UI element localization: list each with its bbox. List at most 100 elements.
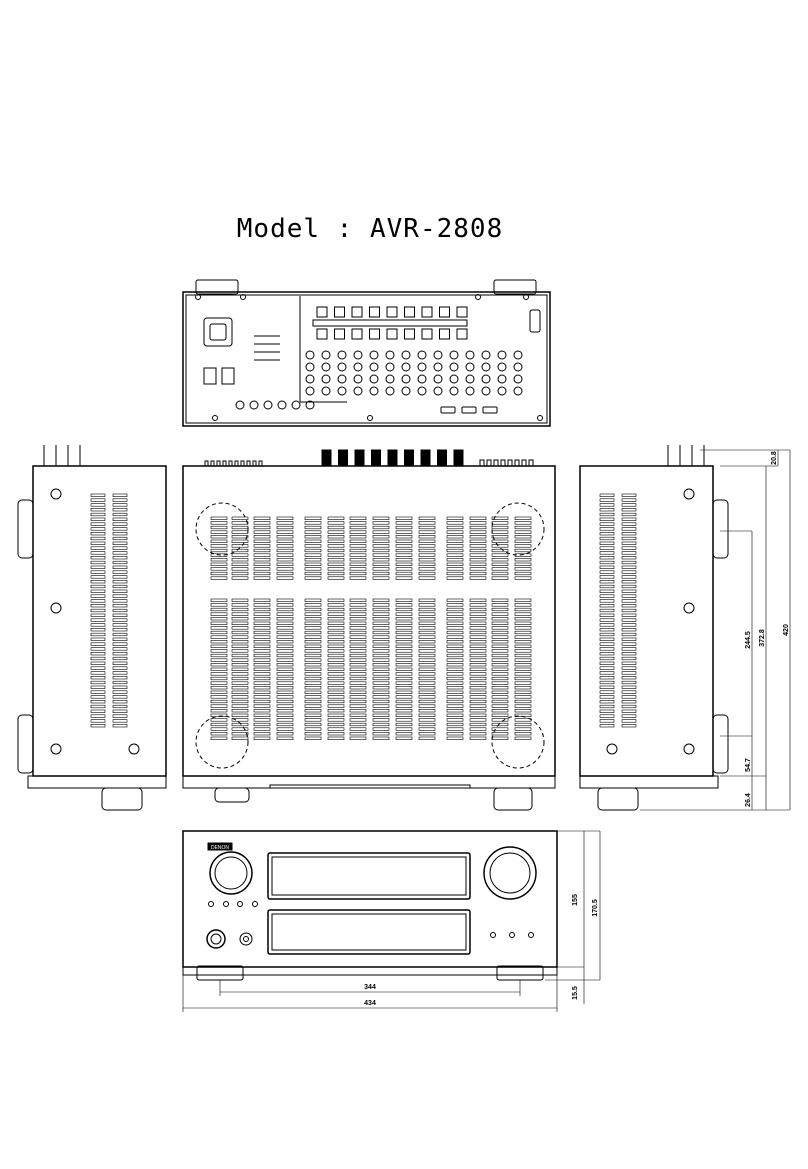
rca-jack (263, 400, 273, 410)
optical-ports (203, 367, 235, 385)
headphone-jack (239, 932, 253, 946)
rca-jack (481, 374, 491, 384)
speaker-terminal (404, 306, 415, 318)
speaker-terminal (369, 328, 380, 340)
rca-jack (433, 374, 443, 384)
rca-jack (249, 400, 259, 410)
front-view (182, 830, 558, 981)
terminal-top (404, 449, 414, 467)
rca-jack (433, 350, 443, 360)
side-screws-left (50, 488, 140, 755)
dim-side-body-depth: 372.8 (759, 629, 766, 647)
speaker-terminal (334, 328, 345, 340)
speaker-terminal (439, 306, 450, 318)
rca-jack (513, 350, 523, 360)
dim-front-foot-spacing: 344 (364, 984, 376, 991)
rca-jack (337, 362, 347, 372)
rca-jack (449, 374, 459, 384)
terminal-top (321, 449, 332, 467)
input-knob (209, 851, 253, 895)
dim-side-total-depth: 420 (783, 624, 790, 636)
rca-jack (305, 362, 315, 372)
terminal-top (453, 449, 464, 467)
rca-jack (465, 350, 475, 360)
power-button (206, 929, 226, 949)
dim-front-width: 434 (364, 1000, 376, 1007)
speaker-terminal (439, 328, 450, 340)
label-plate (254, 335, 280, 361)
rca-jack (235, 400, 245, 410)
speaker-terminal (456, 328, 468, 340)
terminal-top (387, 449, 398, 467)
rca-jack (497, 386, 507, 396)
rca-jack (321, 350, 331, 360)
screw (195, 294, 201, 300)
rca-jack (369, 350, 379, 360)
rca-jack (291, 400, 301, 410)
left-side-view (17, 445, 167, 811)
speaker-terminal (386, 328, 398, 340)
brand-badge (207, 842, 233, 851)
screw (537, 415, 543, 421)
rca-jack (481, 386, 491, 396)
rca-jack (465, 386, 475, 396)
rca-jack (481, 362, 491, 372)
volume-knob (483, 846, 537, 900)
rca-jack (465, 374, 475, 384)
rca-jack (385, 386, 395, 396)
screw (240, 294, 246, 300)
rca-jack (321, 386, 331, 396)
speaker-terminal (421, 306, 433, 318)
front-dimensions (182, 830, 601, 1012)
rear-view (182, 279, 551, 427)
speaker-terminal (456, 306, 468, 318)
rca-jack (417, 386, 427, 396)
hdmi-ports (440, 406, 498, 414)
rca-jack (401, 386, 411, 396)
rca-jack (417, 374, 427, 384)
rca-jack (481, 350, 491, 360)
rca-jack (337, 374, 347, 384)
dim-side-front-to-foot: 54.7 (745, 758, 752, 772)
terminal-top (371, 449, 381, 467)
rca-jack (513, 374, 523, 384)
terminal-top (420, 449, 431, 467)
rs232-port (529, 309, 541, 333)
terminal-top (354, 449, 365, 467)
rca-jack (497, 350, 507, 360)
speaker-terminal (334, 306, 345, 318)
speaker-terminal (351, 328, 363, 340)
rca-jack (305, 374, 315, 384)
terminal-top (338, 449, 348, 467)
rca-jack (497, 374, 507, 384)
rca-jack (277, 400, 287, 410)
rca-jack (513, 362, 523, 372)
rca-jack (449, 362, 459, 372)
rca-jack (385, 374, 395, 384)
rca-jack (337, 350, 347, 360)
top-view (182, 449, 556, 811)
rca-jack (433, 386, 443, 396)
screw (475, 294, 481, 300)
speaker-terminal (404, 328, 415, 340)
rca-jack (449, 350, 459, 360)
dim-front-height-with-feet: 170.5 (592, 899, 599, 917)
rca-jack (321, 362, 331, 372)
rca-jack (321, 374, 331, 384)
side-dimensions (640, 449, 791, 811)
speaker-terminal (421, 328, 433, 340)
dim-side-foot-span: 244.5 (745, 631, 752, 649)
rca-jack (305, 400, 315, 410)
dim-side-rear-projection: 20.8 (771, 451, 778, 465)
rca-jack (385, 350, 395, 360)
rca-jack (305, 350, 315, 360)
screw (367, 415, 373, 421)
rca-jack (433, 362, 443, 372)
rca-jack (401, 374, 411, 384)
screw (523, 294, 529, 300)
right-side-view (579, 445, 729, 811)
speaker-terminal (316, 328, 328, 340)
rca-jack (369, 386, 379, 396)
power-inlet (203, 317, 233, 347)
rca-jack (401, 362, 411, 372)
